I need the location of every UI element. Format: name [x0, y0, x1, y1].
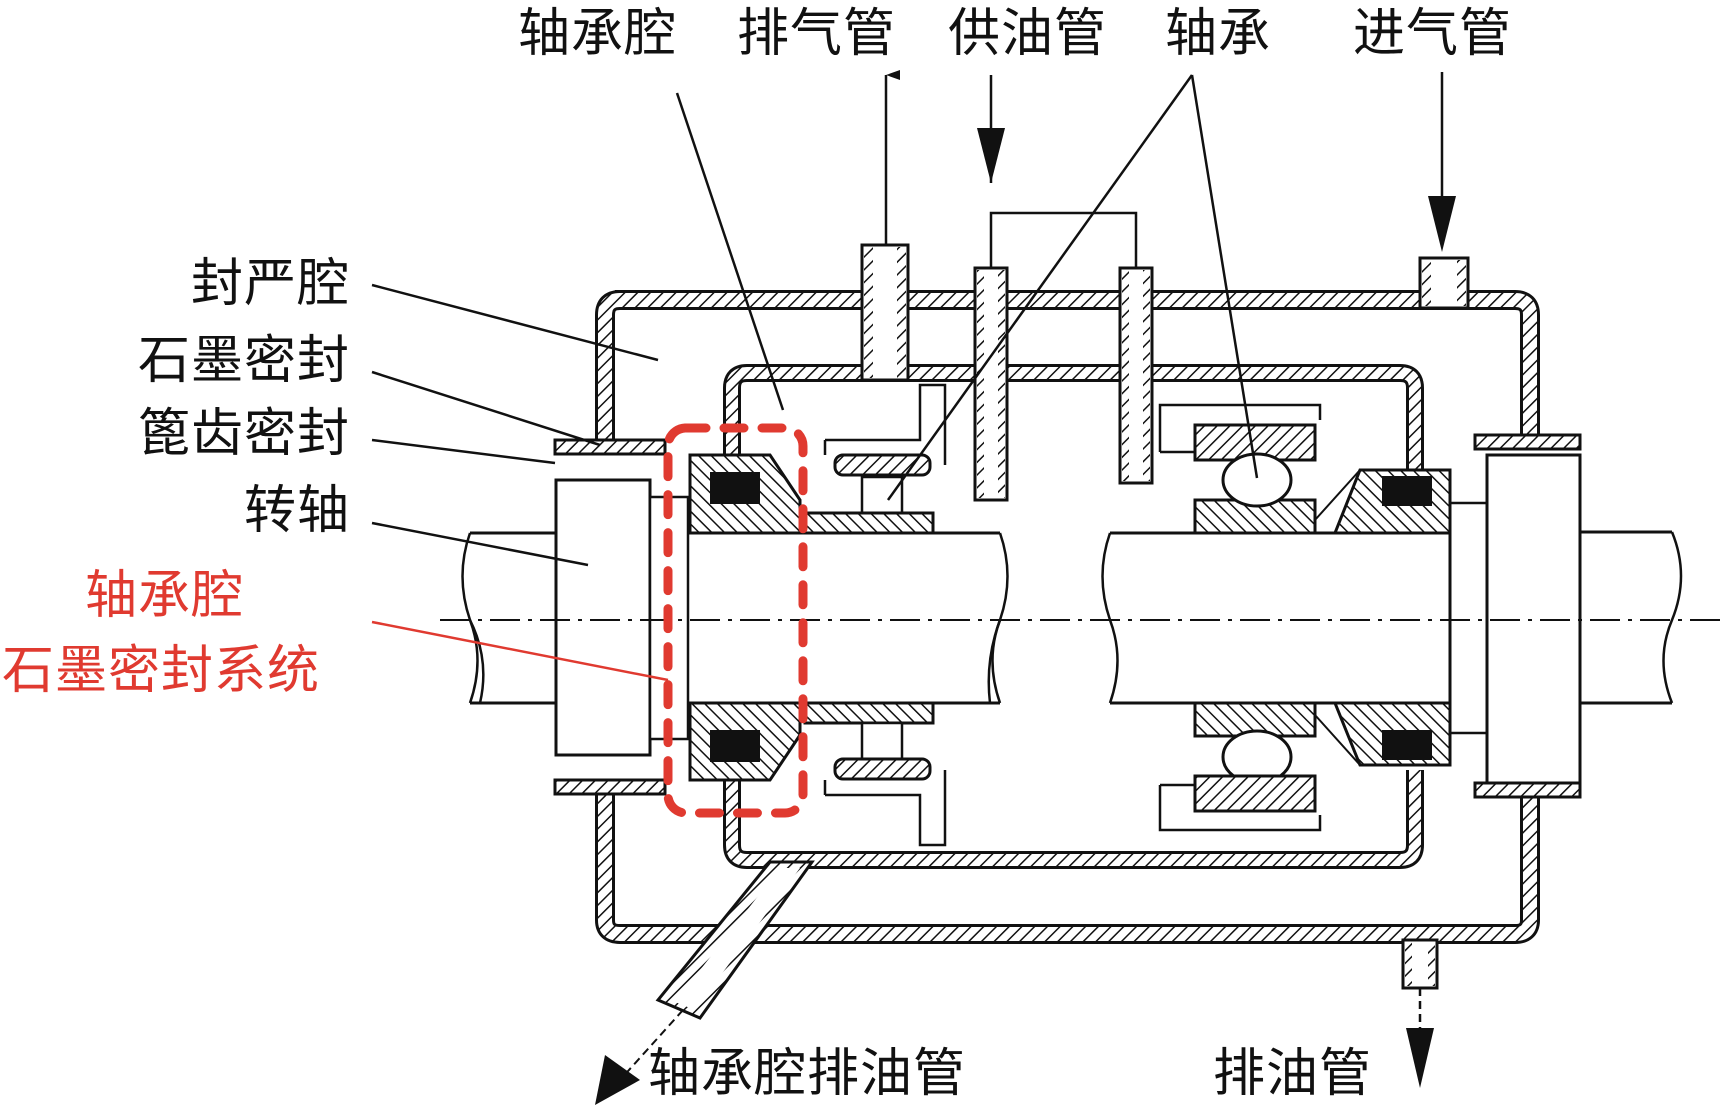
- air-inlet-arrow: [1428, 196, 1456, 252]
- label-exhaust-pipe: 排气管: [737, 4, 897, 64]
- exhaust-pipe: [860, 70, 910, 382]
- label-bearing-cavity: 轴承腔: [518, 4, 678, 64]
- drain-pipe: [1401, 938, 1439, 1088]
- leader-lines: [371, 74, 1259, 682]
- left-disk: [554, 478, 652, 757]
- ball-bearing: [1158, 403, 1361, 832]
- oil-supply-pipe: [973, 75, 1154, 502]
- bearing-cavity-drain-pipe: [595, 860, 815, 1105]
- label-air-inlet-pipe: 进气管: [1353, 4, 1513, 64]
- label-oil-supply-pipe: 供油管: [948, 4, 1108, 64]
- air-inlet-pipe: [1418, 72, 1470, 310]
- label-seal-cavity: 封严腔: [190, 254, 350, 314]
- drain-arrow-left: [595, 1055, 640, 1105]
- roller-bearing: [803, 383, 947, 847]
- highlight-box: [663, 423, 808, 818]
- label-graphite-seal: 石墨密封: [137, 331, 350, 391]
- label-bearing: 轴承: [1165, 4, 1272, 64]
- drain-arrow-right: [1406, 1028, 1434, 1088]
- label-highlight-line2: 石墨密封系统: [2, 641, 321, 701]
- label-bearing-cavity-drain: 轴承腔排油管: [648, 1044, 967, 1104]
- oil-supply-arrow: [977, 128, 1005, 183]
- inner-casing: [723, 364, 1424, 869]
- label-labyrinth-seal: 篦齿密封: [137, 404, 350, 464]
- graphite-seal-right: [1332, 468, 1452, 767]
- label-drain-pipe: 排油管: [1213, 1044, 1373, 1104]
- outer-casing: [553, 290, 1582, 944]
- label-shaft: 转轴: [243, 481, 350, 541]
- graphite-seal-left: [688, 453, 802, 782]
- label-highlight-line1: 轴承腔: [85, 566, 245, 626]
